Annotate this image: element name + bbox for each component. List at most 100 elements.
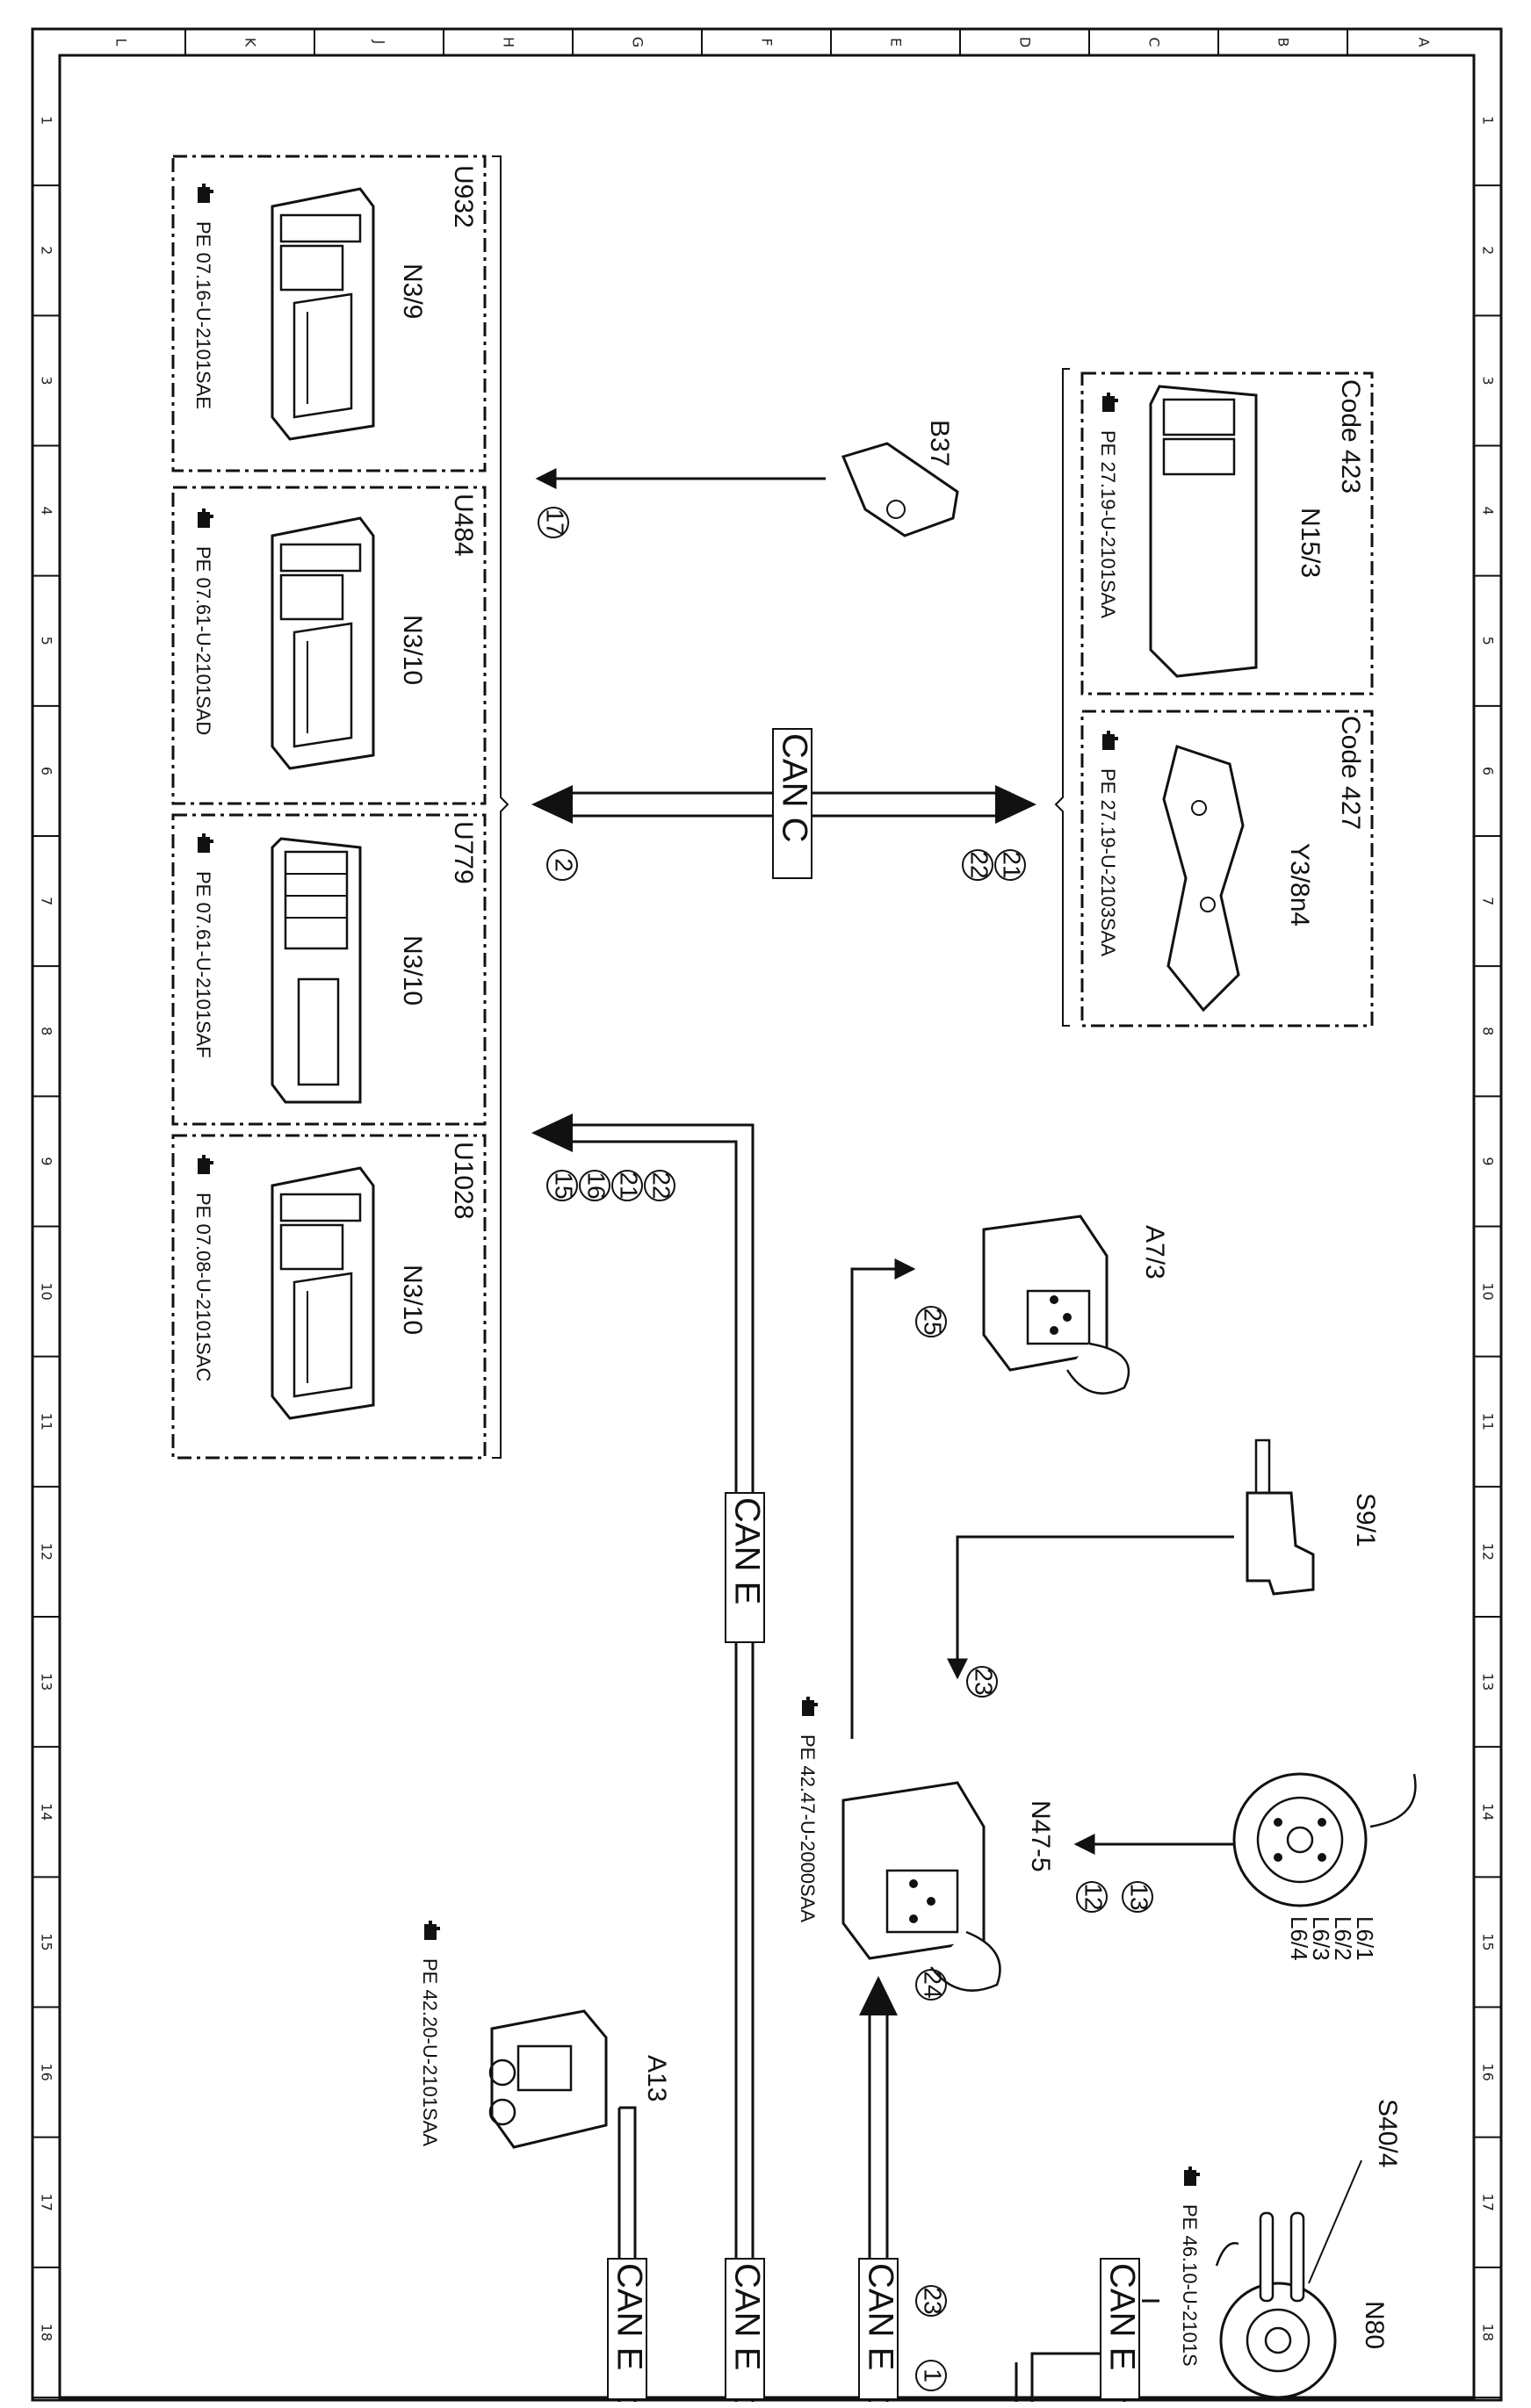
col-label: A: [1416, 38, 1433, 47]
row-label: 8: [1480, 1027, 1497, 1035]
l6-wheel-sensors: L6/1 L6/2 L6/3 L6/4: [1232, 1772, 1417, 1961]
row-label: 3: [1480, 376, 1497, 385]
pedal-sensor-icon: [841, 442, 959, 537]
row-label: 13: [1480, 1673, 1497, 1691]
reference-label: PE 42.47-U-2000SAA: [797, 1734, 819, 1922]
col-label: C: [1146, 37, 1163, 47]
control-module-icon: [1149, 385, 1258, 678]
ecu-module-icon: [271, 837, 362, 1104]
row-label: 2: [39, 246, 55, 255]
component-label: N3/9: [398, 263, 427, 319]
component-label: N80: [1360, 2301, 1389, 2349]
callout-number: 16: [583, 1172, 610, 1199]
hydraulic-unit-icon: [841, 1781, 1001, 1992]
column-grid: L K J H G F E D C B A: [113, 29, 1433, 55]
row-label: 8: [39, 1027, 55, 1035]
box-code-label: U1028: [449, 1142, 478, 1219]
component-label: N47-5: [1026, 1800, 1055, 1872]
s9-1-switch: S9/1 23: [947, 1438, 1380, 1698]
b37-sensor: B37 17: [535, 420, 959, 538]
bus-label: CAN E: [727, 2263, 766, 2370]
bus-arrow-right: [995, 785, 1036, 824]
row-label: 15: [39, 1933, 55, 1950]
row-label: 16: [1480, 2063, 1497, 2080]
row-label: 10: [39, 1282, 55, 1300]
bus-label: CAN E: [1102, 2263, 1141, 2370]
callout-number: 23: [920, 2287, 947, 2314]
component-label: Y3/8n4: [1285, 843, 1314, 926]
row-label: 3: [39, 376, 55, 385]
callout-number: 17: [542, 508, 569, 536]
component-label: A7/3: [1140, 1225, 1169, 1280]
row-label: 17: [39, 2194, 55, 2211]
callout-number: 22: [966, 851, 993, 878]
callout-number: 21: [616, 1172, 643, 1199]
ecu-module-icon: [271, 187, 375, 441]
reference-label: PE 46.10-U-2101S: [1179, 2204, 1201, 2367]
bus-arrow-left: [531, 1114, 573, 1152]
col-label: D: [1017, 37, 1034, 47]
row-label: 18: [1480, 2324, 1497, 2341]
row-label: 17: [1480, 2194, 1497, 2211]
box-u484: U484 N3/10 PE 07.61-U-2101SAD: [171, 486, 487, 805]
box-code-label: Code 423: [1336, 379, 1365, 494]
callout-number: 22: [648, 1172, 675, 1199]
sensor-label: L6/2: [1330, 1916, 1356, 1961]
reference-label: PE 07.16-U-2101SAE: [192, 221, 214, 409]
box-code-label: U779: [449, 821, 478, 884]
reference-label: PE 07.61-U-2101SAF: [192, 871, 214, 1058]
hydraulic-unit-icon: [982, 1215, 1130, 1395]
callout-number: 25: [920, 1308, 947, 1335]
col-label: F: [759, 38, 776, 46]
a7-3-unit: A7/3 25: [850, 1215, 1169, 1739]
box-u779: U779 N3/10 PE 07.61-U-2101SAF: [171, 813, 487, 1126]
component-label: A13: [642, 2055, 671, 2102]
col-label: L: [113, 39, 130, 47]
col-label: H: [501, 37, 517, 47]
row-label: 7: [39, 897, 55, 905]
component-label: N15/3: [1296, 508, 1325, 578]
component-label: S40/4: [1373, 2099, 1402, 2167]
bus-label: CAN E: [610, 2263, 648, 2370]
reference-label: PE 07.08-U-2101SAC: [192, 1193, 214, 1381]
bus-label: CAN C: [775, 733, 813, 842]
col-label: G: [630, 37, 646, 47]
can-c-bus: CAN C 2 21 22: [531, 728, 1036, 881]
row-label: 12: [1480, 1543, 1497, 1561]
box-u932: U932 N3/9 PE 07.16-U-2101SAE: [171, 155, 487, 472]
sensor-label: L6/4: [1286, 1916, 1312, 1961]
row-label: 1: [39, 116, 55, 125]
row-label: 9: [39, 1157, 55, 1165]
a13-unit: A13 PE 42.20-U-2101SAA CAN E: [419, 1921, 671, 2402]
bus-arrow-left: [531, 785, 573, 824]
reference-label: PE 27.19-U-2103SAA: [1097, 768, 1119, 956]
callout-number: 15: [551, 1172, 578, 1199]
box-code-423: Code 423 N15/3 PE 27.19-U-2101SAA: [1080, 371, 1374, 696]
component-label: S9/1: [1351, 1493, 1380, 1547]
row-label: 13: [39, 1673, 55, 1691]
speed-sensor-ring-icon: [1232, 1772, 1417, 1907]
can-e-bus-main: CAN E CAN E 15 16 21 22: [531, 1114, 766, 2402]
sensor-label: L6/3: [1308, 1916, 1334, 1961]
row-label: 14: [1480, 1803, 1497, 1820]
bus-label: CAN E: [727, 1497, 766, 1604]
box-code-label: Code 427: [1336, 716, 1365, 830]
callout-number: 13: [1126, 1883, 1153, 1910]
row-label: 5: [1480, 637, 1497, 645]
row-label: 11: [1480, 1413, 1497, 1431]
reference-label: PE 42.20-U-2101SAA: [419, 1958, 441, 2146]
col-label: K: [242, 38, 259, 47]
row-label: 18: [39, 2324, 55, 2341]
row-label: 7: [1480, 897, 1497, 905]
row-label: 6: [1480, 767, 1497, 775]
callout-number: 2: [551, 858, 578, 872]
control-unit-group-right: Code 423 N15/3 PE 27.19-U-2101SAA Code 4…: [1054, 368, 1374, 1027]
row-label: 6: [39, 767, 55, 775]
row-label: 14: [39, 1803, 55, 1820]
box-code-label: U932: [449, 165, 478, 228]
component-label: N3/10: [398, 1265, 427, 1335]
row-label: 4: [39, 506, 55, 515]
